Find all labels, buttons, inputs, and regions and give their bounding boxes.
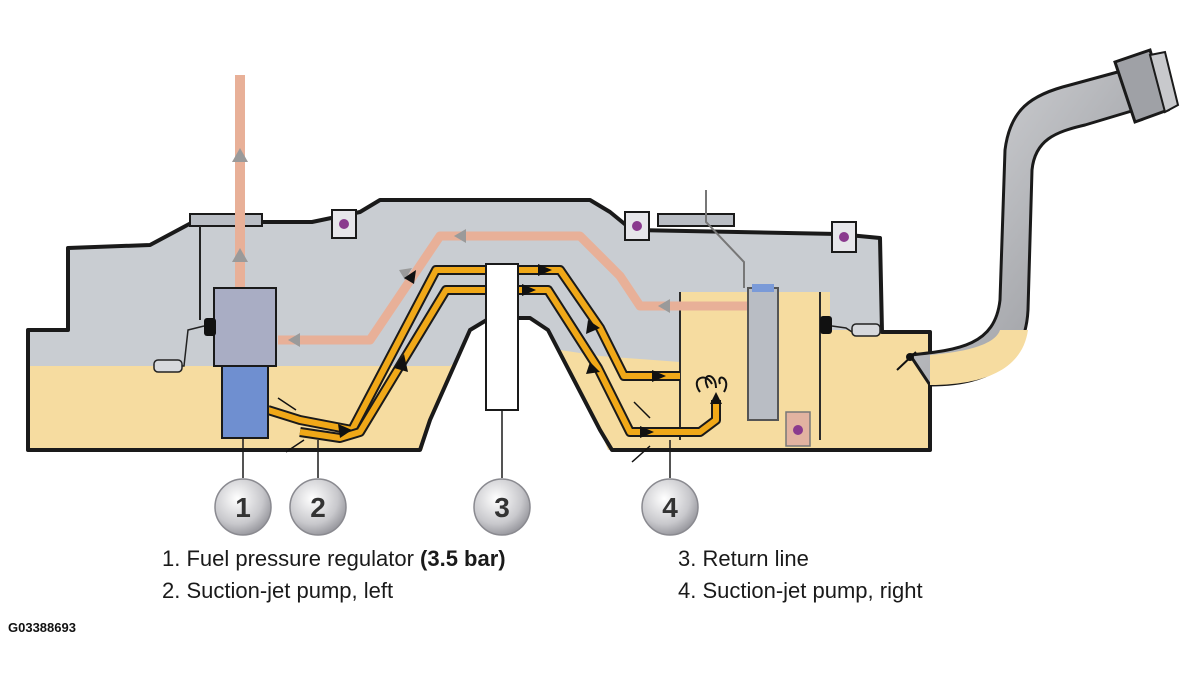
figure-id: G03388693: [8, 620, 76, 635]
callout-3-number: 3: [494, 492, 510, 523]
left-level-sensor: [153, 359, 183, 373]
right-sender-tube: [747, 287, 779, 421]
regulator-housing: [213, 287, 277, 367]
legend-item-1-bold: (3.5 bar): [420, 546, 506, 571]
callout-4-number: 4: [662, 492, 678, 523]
callout-2: 2: [289, 478, 347, 536]
feed-arrow-icon: [232, 148, 248, 162]
legend-item-2: 2. Suction-jet pump, left: [162, 578, 394, 603]
return-arrow-icon: [658, 299, 670, 313]
right-sensor-wire: [705, 190, 745, 288]
filler-valve-flap: [896, 351, 917, 371]
right-connector-wire: [831, 325, 853, 333]
left-flange: [189, 213, 263, 227]
right-level-sensor: [851, 323, 881, 337]
mount-pin-icon: [339, 219, 349, 229]
fountain-arrows: [695, 375, 728, 393]
pump-housing: [221, 365, 269, 439]
return-arrow-icon: [288, 333, 300, 347]
legend-left: 1. Fuel pressure regulator (3.5 bar) 2. …: [162, 543, 506, 607]
flow-arrows: [338, 264, 722, 438]
regulator-connector: [204, 318, 216, 336]
callout-3: 3: [473, 478, 531, 536]
right-flange: [657, 213, 735, 227]
right-connector: [820, 316, 832, 334]
mount-pin-icon: [839, 232, 849, 242]
legend-right: 3. Return line 4. Suction-jet pump, righ…: [678, 543, 923, 607]
callout-4: 4: [641, 478, 699, 536]
feed-arrow-icon: [232, 248, 248, 262]
return-line-pipe: [278, 231, 760, 345]
callout-2-number: 2: [310, 492, 326, 523]
callout-1: 1: [214, 478, 272, 536]
return-arrow-icon: [399, 268, 412, 280]
legend-item-1-text: 1. Fuel pressure regulator: [162, 546, 421, 571]
right-sender-cap: [752, 284, 774, 292]
legend-item-3: 3. Return line: [678, 546, 809, 571]
mount-pin-icon: [632, 221, 642, 231]
return-arrow-icon: [454, 229, 466, 243]
legend-item-4: 4. Suction-jet pump, right: [678, 578, 923, 603]
callout-1-number: 1: [235, 492, 251, 523]
right-float-pin-icon: [793, 425, 803, 435]
filler-cap-ring: [1148, 50, 1180, 114]
jet-inlet-arrows: [277, 397, 651, 463]
filler-neck-fuel: [930, 330, 1028, 385]
right-float: [785, 411, 811, 447]
return-line-standpipe: [485, 263, 519, 411]
legend-item-1: 1. Fuel pressure regulator (3.5 bar): [162, 543, 506, 575]
right-compartment-wall: [679, 292, 821, 440]
